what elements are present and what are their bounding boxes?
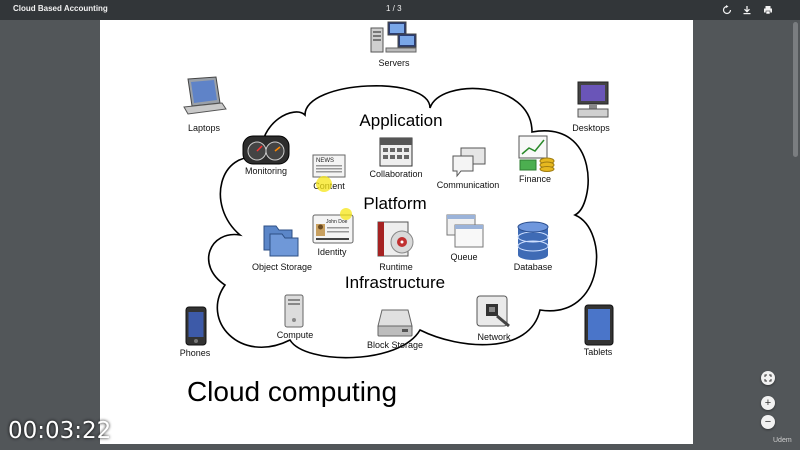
monitoring-icon [242, 135, 290, 165]
cursor-highlight [316, 176, 332, 192]
section-platform: Platform [363, 194, 427, 213]
compute-label: Compute [276, 330, 314, 340]
plus-icon: + [764, 397, 772, 409]
collaboration-label: Collaboration [369, 169, 423, 179]
tablet-icon [584, 304, 614, 346]
runtime-label: Runtime [379, 262, 413, 272]
network-label: Network [477, 332, 511, 342]
vertical-scrollbar[interactable] [793, 22, 798, 157]
badge-name-text: John Doe [326, 219, 348, 225]
desktop-icon [577, 81, 609, 118]
tablets-label: Tablets [583, 347, 613, 357]
queue-label: Queue [450, 252, 478, 262]
block-storage-label: Block Storage [366, 340, 424, 350]
pdf-toolbar: Cloud Based Accounting 1 / 3 [0, 0, 800, 20]
monitoring-label: Monitoring [244, 166, 288, 176]
zoom-in-button[interactable]: + [761, 396, 775, 410]
hard-drive-icon [377, 309, 413, 337]
runtime-icon [377, 221, 414, 257]
rotate-button[interactable] [720, 3, 734, 17]
object-storage-label: Object Storage [251, 262, 313, 272]
section-infrastructure: Infrastructure [344, 273, 446, 292]
newspaper-icon: NEWS [312, 154, 346, 178]
phone-icon [185, 306, 207, 346]
udemy-watermark: Udem [773, 437, 792, 444]
finance-label: Finance [518, 174, 552, 184]
compute-tower-icon [284, 294, 304, 328]
identity-label: Identity [317, 247, 347, 257]
document-title: Cloud Based Accounting [13, 4, 108, 13]
download-button[interactable] [740, 3, 754, 17]
print-button[interactable] [761, 3, 775, 17]
servers-label: Servers [378, 58, 410, 68]
cursor-highlight-2 [340, 208, 352, 220]
communication-label: Communication [436, 180, 500, 190]
database-icon [517, 221, 549, 260]
fit-to-page-button[interactable] [761, 371, 775, 385]
download-icon [743, 6, 751, 15]
page-indicator: 1 / 3 [386, 4, 402, 13]
id-badge-icon: John Doe [312, 214, 354, 244]
calendar-icon [379, 137, 413, 167]
chat-bubbles-icon [452, 147, 486, 178]
queue-icon [446, 214, 484, 248]
zoom-out-button[interactable]: − [761, 415, 775, 429]
diagram-caption: Cloud computing [186, 376, 398, 407]
minus-icon: − [764, 416, 772, 428]
laptops-label: Laptops [187, 123, 221, 133]
video-timestamp: 00:03:22 [8, 418, 112, 444]
print-icon [764, 6, 772, 15]
pdf-page: Servers Laptops Desktops Phones Tablets … [100, 20, 693, 444]
section-application: Application [359, 111, 443, 130]
fit-page-icon [764, 374, 772, 382]
finance-icon [518, 135, 555, 172]
desktops-label: Desktops [572, 123, 610, 133]
servers-icon [370, 21, 417, 53]
laptop-icon [183, 76, 227, 115]
network-jack-icon [476, 295, 510, 328]
folder-icon [263, 225, 299, 257]
database-label: Database [513, 262, 553, 272]
phones-label: Phones [179, 348, 211, 358]
news-text: NEWS [316, 158, 334, 164]
rotate-icon [722, 5, 732, 15]
